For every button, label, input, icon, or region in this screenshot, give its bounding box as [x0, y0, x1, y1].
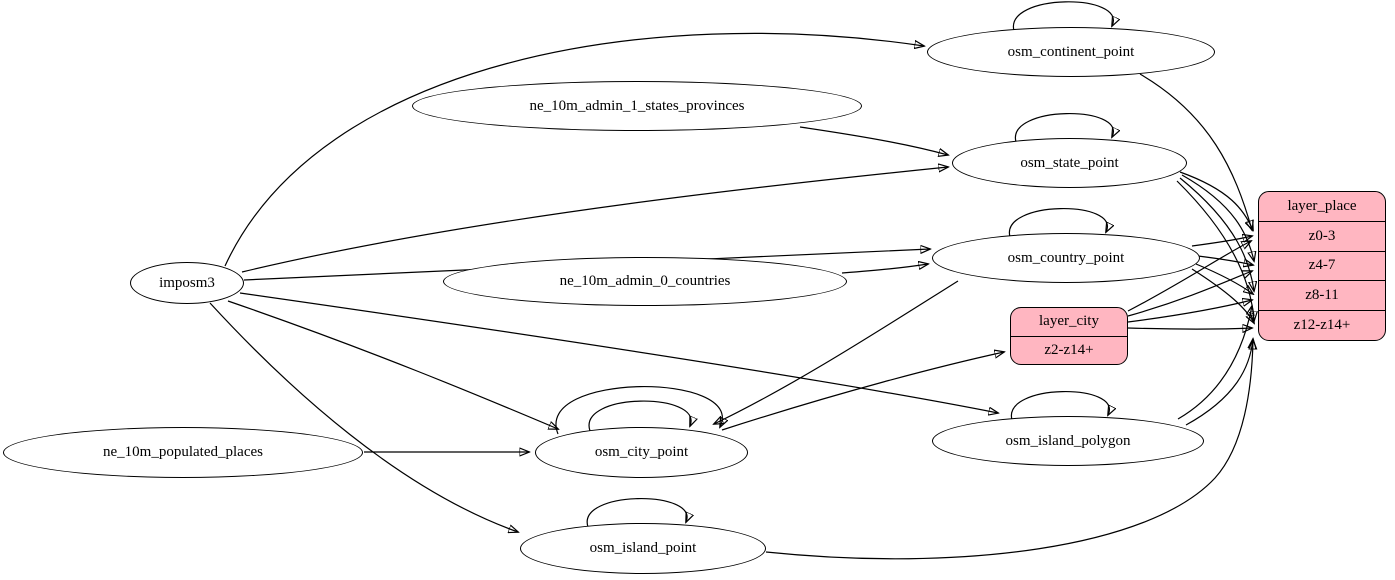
node-osm_island_polygon: osm_island_polygon	[932, 416, 1204, 466]
node-osm_city_point-label: osm_city_point	[594, 444, 689, 460]
node-osm_country_point: osm_country_point	[932, 233, 1200, 283]
node-ne_10m_admin_0_countries: ne_10m_admin_0_countries	[443, 257, 847, 306]
node-osm_island_point-label: osm_island_point	[589, 540, 697, 556]
edge-osm_island_polygon-z8-11	[1177, 306, 1252, 420]
record-layer_city-title: layer_city	[1039, 313, 1099, 330]
edge-imposm3-osm_state_point	[241, 167, 948, 273]
edge-layer_city-z12-z14	[1127, 328, 1252, 329]
record-layer_city-row-z2-z14: z2-z14+	[1011, 335, 1127, 365]
edge-osm_country_point-z0-3	[1191, 236, 1252, 247]
node-osm_continent_point-label: osm_continent_point	[1007, 43, 1135, 60]
node-osm_country_point-label: osm_country_point	[1007, 249, 1125, 266]
edge-osm_city_point-layer_city	[721, 352, 1004, 431]
node-ne_10m_populated_places: ne_10m_populated_places	[3, 427, 363, 478]
record-layer_city: layer_city z2-z14+	[1010, 307, 1128, 365]
record-layer_place-row-z4-7: z4-7	[1259, 250, 1385, 281]
record-layer_place-row-z8-11: z8-11	[1259, 280, 1385, 310]
edge-ne_10m_admin_1_states_provinces-osm_state_point	[799, 126, 948, 155]
record-layer_place-row-z0-3: z0-3	[1259, 220, 1385, 251]
node-ne_10m_admin_1_states_provinces: ne_10m_admin_1_states_provinces	[412, 81, 862, 131]
node-ne_10m_populated_places-label: ne_10m_populated_places	[103, 444, 263, 460]
node-osm_island_point: osm_island_point	[520, 523, 766, 574]
edge-ne_10m_admin_0_countries-osm_country_point	[841, 264, 928, 274]
node-osm_city_point: osm_city_point	[535, 427, 748, 478]
edge-osm_state_point-z0-3	[1179, 171, 1253, 230]
edge-osm_state_point-z4-7	[1181, 174, 1254, 261]
node-imposm3: imposm3	[130, 262, 244, 304]
record-layer_place: layer_place z0-3 z4-7 z8-11 z12-z14+	[1258, 191, 1386, 341]
edge-osm_country_point-z4-7	[1197, 255, 1253, 265]
edge-imposm3-osm_city_point	[227, 300, 558, 429]
record-layer_place-row-z12-z14: z12-z14+	[1259, 310, 1385, 340]
record-layer_place-title: layer_place	[1287, 197, 1357, 214]
node-osm_island_polygon-label: osm_island_polygon	[1005, 432, 1131, 449]
edge-osm_country_point-z12-z14	[1191, 268, 1254, 323]
edge-imposm3-osm_continent_point	[224, 32, 924, 267]
node-osm_state_point: osm_state_point	[952, 138, 1187, 188]
node-osm_continent_point: osm_continent_point	[927, 27, 1215, 77]
node-imposm3-label: imposm3	[159, 274, 215, 291]
edge-osm_state_point-z8-11	[1179, 177, 1254, 291]
node-ne_10m_admin_1_states_provinces-label: ne_10m_admin_1_states_provinces	[529, 97, 745, 114]
edge-osm_island_polygon-z12-z14	[1185, 339, 1253, 426]
edge-layer_city-z8-11	[1127, 300, 1252, 323]
edge-imposm3-osm_island_point	[209, 302, 518, 532]
edge-imposm3-osm_island_polygon	[239, 292, 998, 413]
edge-osm_country_point-osm_city_point	[714, 280, 959, 424]
edge-osm_country_point-z8-11	[1195, 263, 1253, 294]
node-osm_state_point-label: osm_state_point	[1020, 154, 1119, 171]
node-ne_10m_admin_0_countries-label: ne_10m_admin_0_countries	[559, 273, 731, 289]
